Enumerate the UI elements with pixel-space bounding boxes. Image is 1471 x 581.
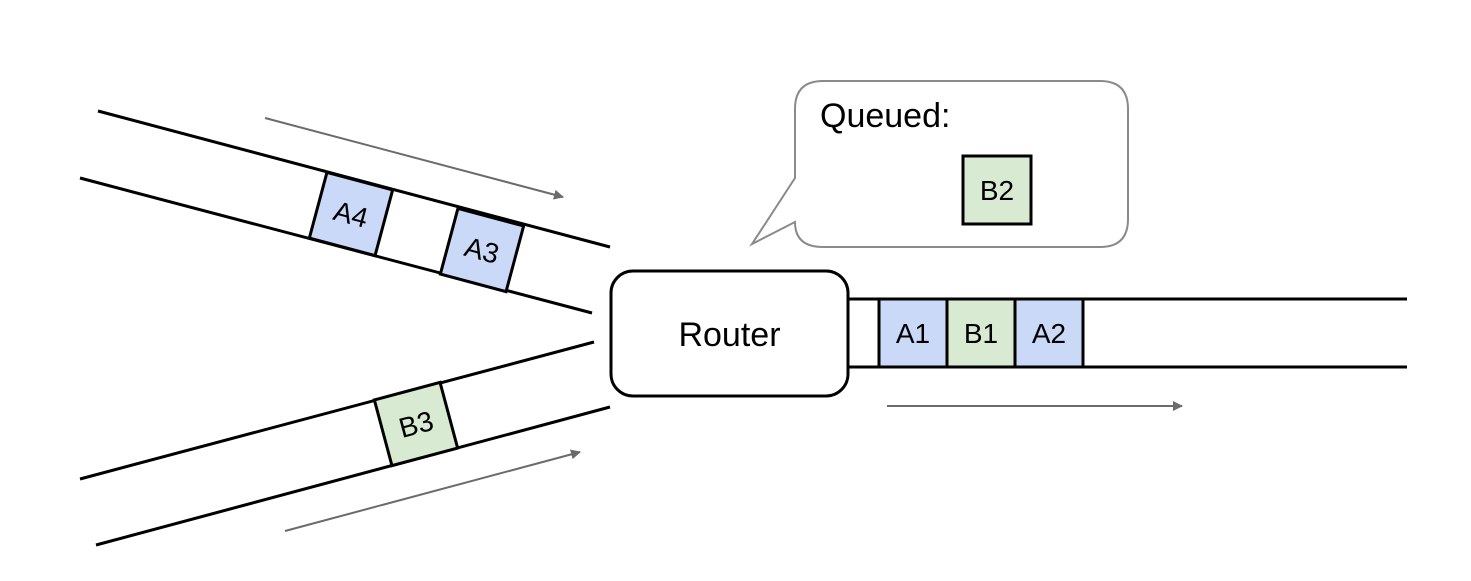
packet-box	[961, 154, 1033, 226]
queue-bubble: Queued:	[749, 80, 1129, 248]
packet-A2: A2	[1013, 297, 1085, 369]
lower-input-link	[79, 340, 611, 547]
upper-flow-arrow	[264, 117, 564, 200]
packet-label: A2	[1032, 318, 1066, 349]
packet-B1: B1	[945, 297, 1017, 369]
router-box	[609, 269, 850, 398]
packet-label: B1	[964, 318, 998, 349]
packet-B2: B2	[961, 154, 1033, 226]
packet-box	[945, 297, 1017, 369]
packet-B3: B3	[372, 380, 460, 468]
packet-box	[1013, 297, 1085, 369]
lower-flow-arrow	[284, 449, 581, 532]
packet-box	[877, 297, 949, 369]
queue-bubble-outline	[749, 80, 1129, 248]
packet-A4: A4	[307, 170, 395, 258]
packet-box	[438, 206, 526, 294]
packet-box	[372, 380, 460, 468]
packet-A1: A1	[877, 297, 949, 369]
queued-label: Queued:	[820, 97, 950, 135]
packet-label: B2	[980, 175, 1014, 206]
router-label: Router	[678, 316, 780, 354]
packet-label: A1	[896, 318, 930, 349]
router: Router	[609, 269, 850, 398]
lower-link-bottom-edge	[95, 405, 611, 547]
packet-box	[307, 170, 395, 258]
lower-link-top-edge	[79, 340, 595, 481]
packet-A3: A3	[438, 206, 526, 294]
